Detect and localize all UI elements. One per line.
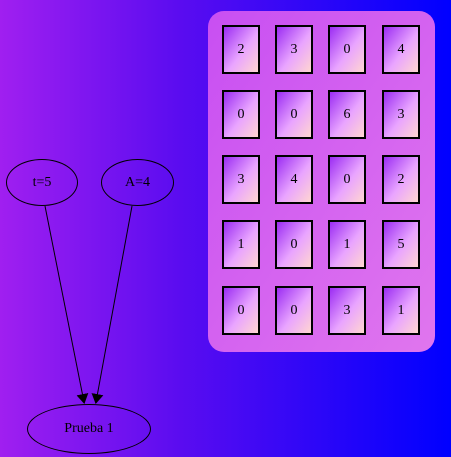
grid-cell: 1 [382, 286, 420, 335]
node-a: A=4 [101, 159, 174, 206]
node-t: t=5 [6, 159, 78, 206]
grid-cell: 6 [328, 90, 366, 139]
grid-cell: 4 [275, 155, 313, 204]
node-t-label: t=5 [32, 174, 52, 190]
grid-cell-value: 0 [343, 41, 351, 57]
grid-cell-value: 2 [397, 171, 405, 187]
grid-cell: 0 [328, 25, 366, 74]
grid-cell: 0 [222, 286, 260, 335]
node-a-label: A=4 [124, 174, 150, 190]
grid-cell-value: 3 [290, 41, 298, 57]
grid-cell: 0 [328, 155, 366, 204]
grid-cell-value: 3 [237, 171, 245, 187]
grid-cell: 0 [275, 286, 313, 335]
grid-cell: 3 [382, 90, 420, 139]
edge-a-to-prueba [91, 205, 133, 404]
grid-cell-value: 1 [237, 236, 245, 252]
grid-cell-value: 4 [397, 41, 405, 57]
grid-cell-value: 0 [290, 302, 298, 318]
grid-cell-value: 4 [290, 171, 298, 187]
grid-cell: 3 [328, 286, 366, 335]
grid-cell-value: 0 [290, 106, 298, 122]
grid-cell: 1 [222, 220, 260, 269]
grid-cell: 2 [222, 25, 260, 74]
grid-cell-value: 1 [343, 236, 351, 252]
grid-cell: 0 [222, 90, 260, 139]
grid-cell: 0 [275, 90, 313, 139]
grid-cell-value: 2 [237, 41, 245, 57]
grid-cell: 3 [275, 25, 313, 74]
grid-cell-value: 0 [290, 236, 298, 252]
grid-cell-value: 3 [343, 302, 351, 318]
grid-cell-value: 0 [237, 302, 245, 318]
edge-t-to-prueba [44, 205, 89, 404]
grid-cell: 2 [382, 155, 420, 204]
grid-cell-value: 1 [397, 302, 405, 318]
grid-cell: 5 [382, 220, 420, 269]
grid-cell-value: 0 [237, 106, 245, 122]
grid-cell-value: 0 [343, 171, 351, 187]
grid-cell-value: 5 [397, 236, 405, 252]
grid-cell: 1 [328, 220, 366, 269]
grid-cell: 3 [222, 155, 260, 204]
grid-panel: 2 3 0 4 0 0 6 3 3 4 0 2 1 0 1 5 0 0 3 1 [208, 11, 435, 352]
node-prueba: Prueba 1 [27, 404, 151, 454]
node-prueba-label: Prueba 1 [64, 421, 114, 436]
grid-cell-value: 6 [343, 106, 351, 122]
grid-cell: 4 [382, 25, 420, 74]
grid-cell: 0 [275, 220, 313, 269]
grid-cell-value: 3 [397, 106, 405, 122]
